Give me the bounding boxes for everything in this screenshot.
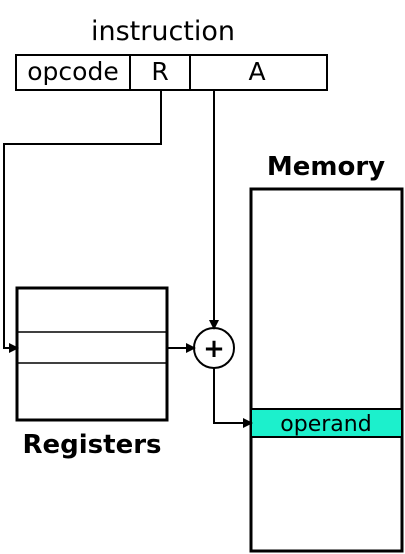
registers-block: [15, 286, 169, 422]
instruction-box: [15, 54, 328, 91]
operand-label: operand: [280, 412, 371, 437]
arrow-r-to-registers: [3, 90, 162, 353]
plus-icon: +: [203, 334, 225, 364]
a-field: A: [248, 57, 265, 86]
opcode-field: opcode: [27, 57, 118, 86]
memory-block: [249, 187, 404, 553]
registers-title: Registers: [22, 430, 161, 460]
operand-cell: [250, 408, 403, 438]
memory-title: Memory: [267, 152, 385, 182]
arrow-adder-to-operand: [213, 368, 253, 428]
r-field: R: [151, 57, 168, 86]
instruction-format: opcode R A: [15, 54, 328, 91]
instruction-title: instruction: [91, 16, 235, 47]
